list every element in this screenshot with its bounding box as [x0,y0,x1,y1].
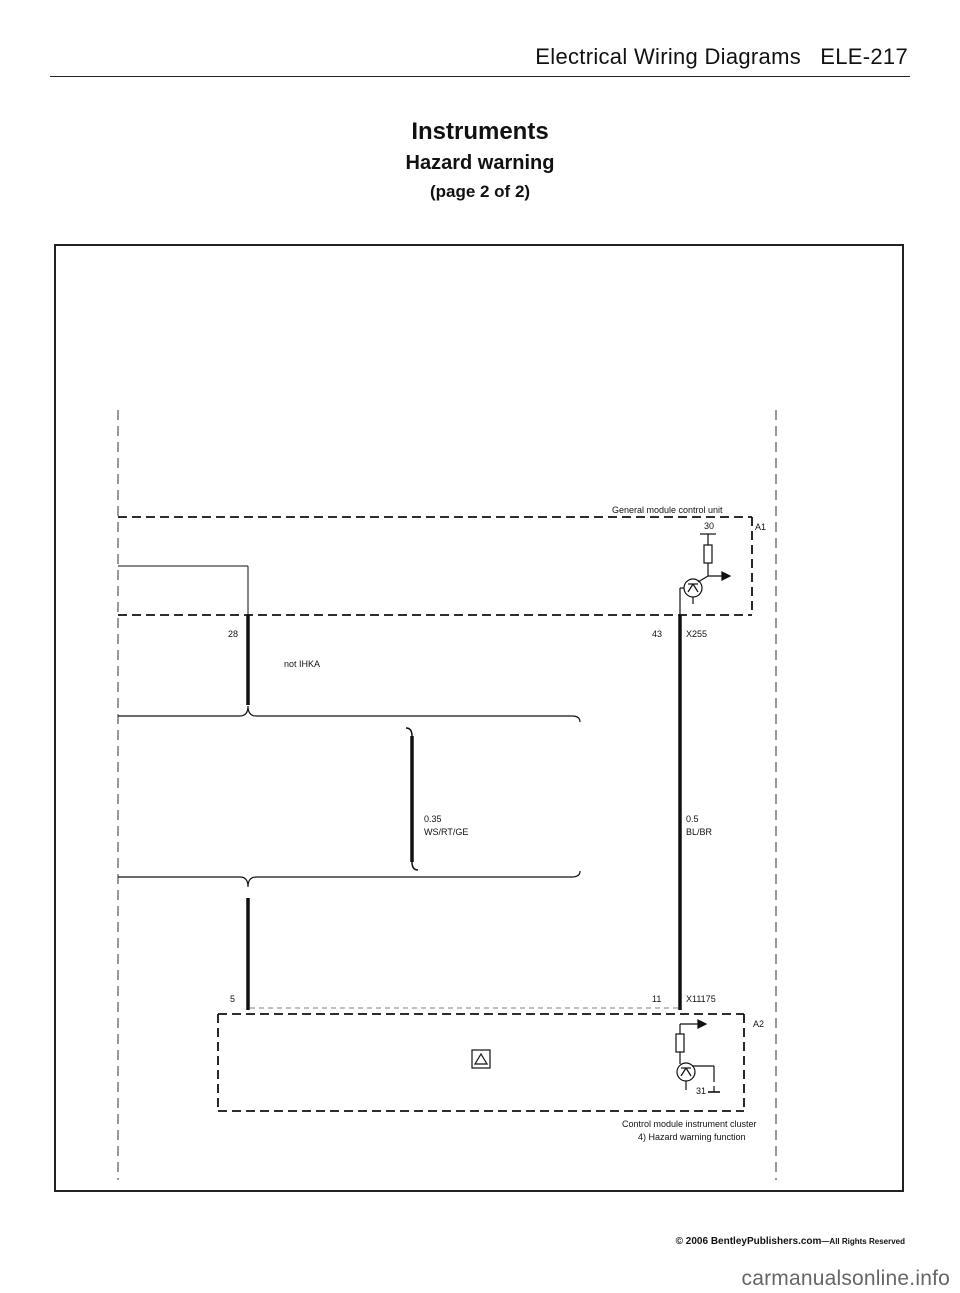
upper-brace [118,705,581,723]
instrument-cluster-label: Control module instrument cluster [622,1119,757,1129]
wire-right-color: BL/BR [686,827,713,837]
general-module-box [118,516,753,616]
hazard-function-label: 4) Hazard warning function [638,1132,746,1142]
wire-right-size: 0.5 [686,814,699,824]
general-module-label: General module control unit [612,505,723,515]
header-divider [50,76,910,77]
rights-text: —All Rights Reserved [821,1237,905,1246]
pin-5-label: 5 [230,994,235,1004]
cluster-transistor-icon [675,1019,720,1093]
incoming-wire [118,565,249,615]
not-ihka-note: not IHKA [284,659,320,669]
diagram-frame [54,244,904,1192]
connector-x255-label: X255 [686,629,707,639]
diagram-title: Instruments [411,118,549,145]
instrument-cluster-id: A2 [753,1019,764,1029]
middle-wire-top-curl [405,727,413,737]
instrument-cluster-box [217,1013,745,1112]
copyright-text: © 2006 BentleyPublishers.com [675,1236,822,1247]
general-module-id: A1 [755,522,766,532]
header-title: Electrical Wiring Diagrams ELE-217 [535,44,908,70]
page-indicator: (page 2 of 2) [429,182,531,201]
watermark-text: carmanualsonline.info [741,1267,950,1290]
pin-28-label: 28 [228,629,238,639]
header-page-code: ELE-217 [820,44,908,69]
gm-transistor-icon [679,533,732,615]
pin-11-label: 11 [652,994,661,1004]
connector-x11175-label: X11175 [686,994,716,1004]
wire-left-size: 0.35 [424,814,442,824]
middle-wire-bottom-curl [411,861,419,871]
lower-brace [118,870,581,888]
header-section-title: Electrical Wiring Diagrams [535,44,802,69]
diagram-subtitle: Hazard warning [405,152,555,174]
hazard-warning-icon [471,1049,491,1069]
copyright-notice: © 2006 BentleyPublishers.com—All Rights … [676,1236,905,1247]
gm-pin-30: 30 [704,521,714,531]
wire-left-color: WS/RT/GE [424,827,468,837]
pin-43-label: 43 [652,629,662,639]
cluster-pin-31: 31 [696,1086,706,1096]
